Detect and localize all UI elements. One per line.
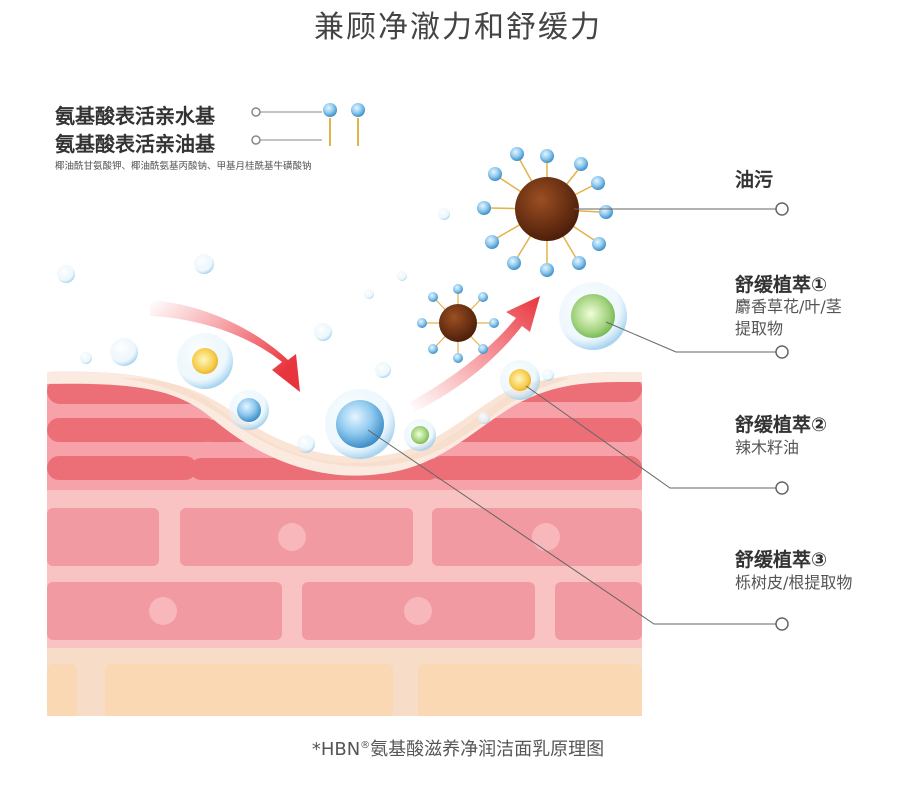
oil-micelle-large [477, 147, 613, 277]
caption-text: 氨基酸滋养净润洁面乳原理图 [370, 739, 604, 760]
legend-pins [252, 103, 365, 146]
registered-mark: ® [360, 740, 370, 751]
oil-micelle-small [417, 284, 499, 363]
caption-prefix: *HBN [312, 739, 360, 760]
diagram-caption: *HBN®氨基酸滋养净润洁面乳原理图 [0, 735, 916, 761]
